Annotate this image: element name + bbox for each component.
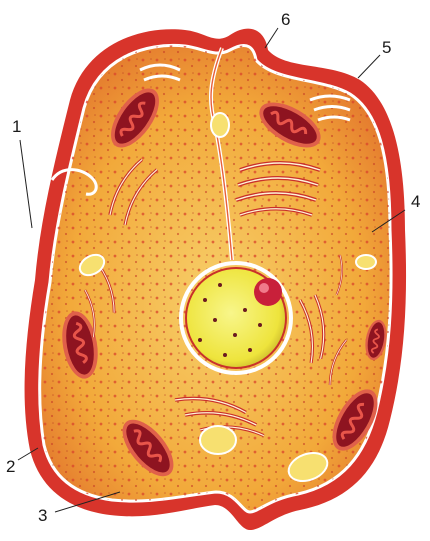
nucleus (181, 263, 291, 373)
label-6: 6 (281, 10, 290, 29)
leader-line-1 (20, 140, 32, 228)
leader-line-5 (358, 55, 380, 78)
label-1: 1 (12, 117, 21, 136)
leader-line-6 (265, 28, 278, 48)
label-3: 3 (38, 506, 47, 525)
label-4: 4 (411, 192, 420, 211)
nucleolus (254, 278, 282, 306)
label-5: 5 (382, 38, 391, 57)
label-2: 2 (6, 457, 15, 476)
